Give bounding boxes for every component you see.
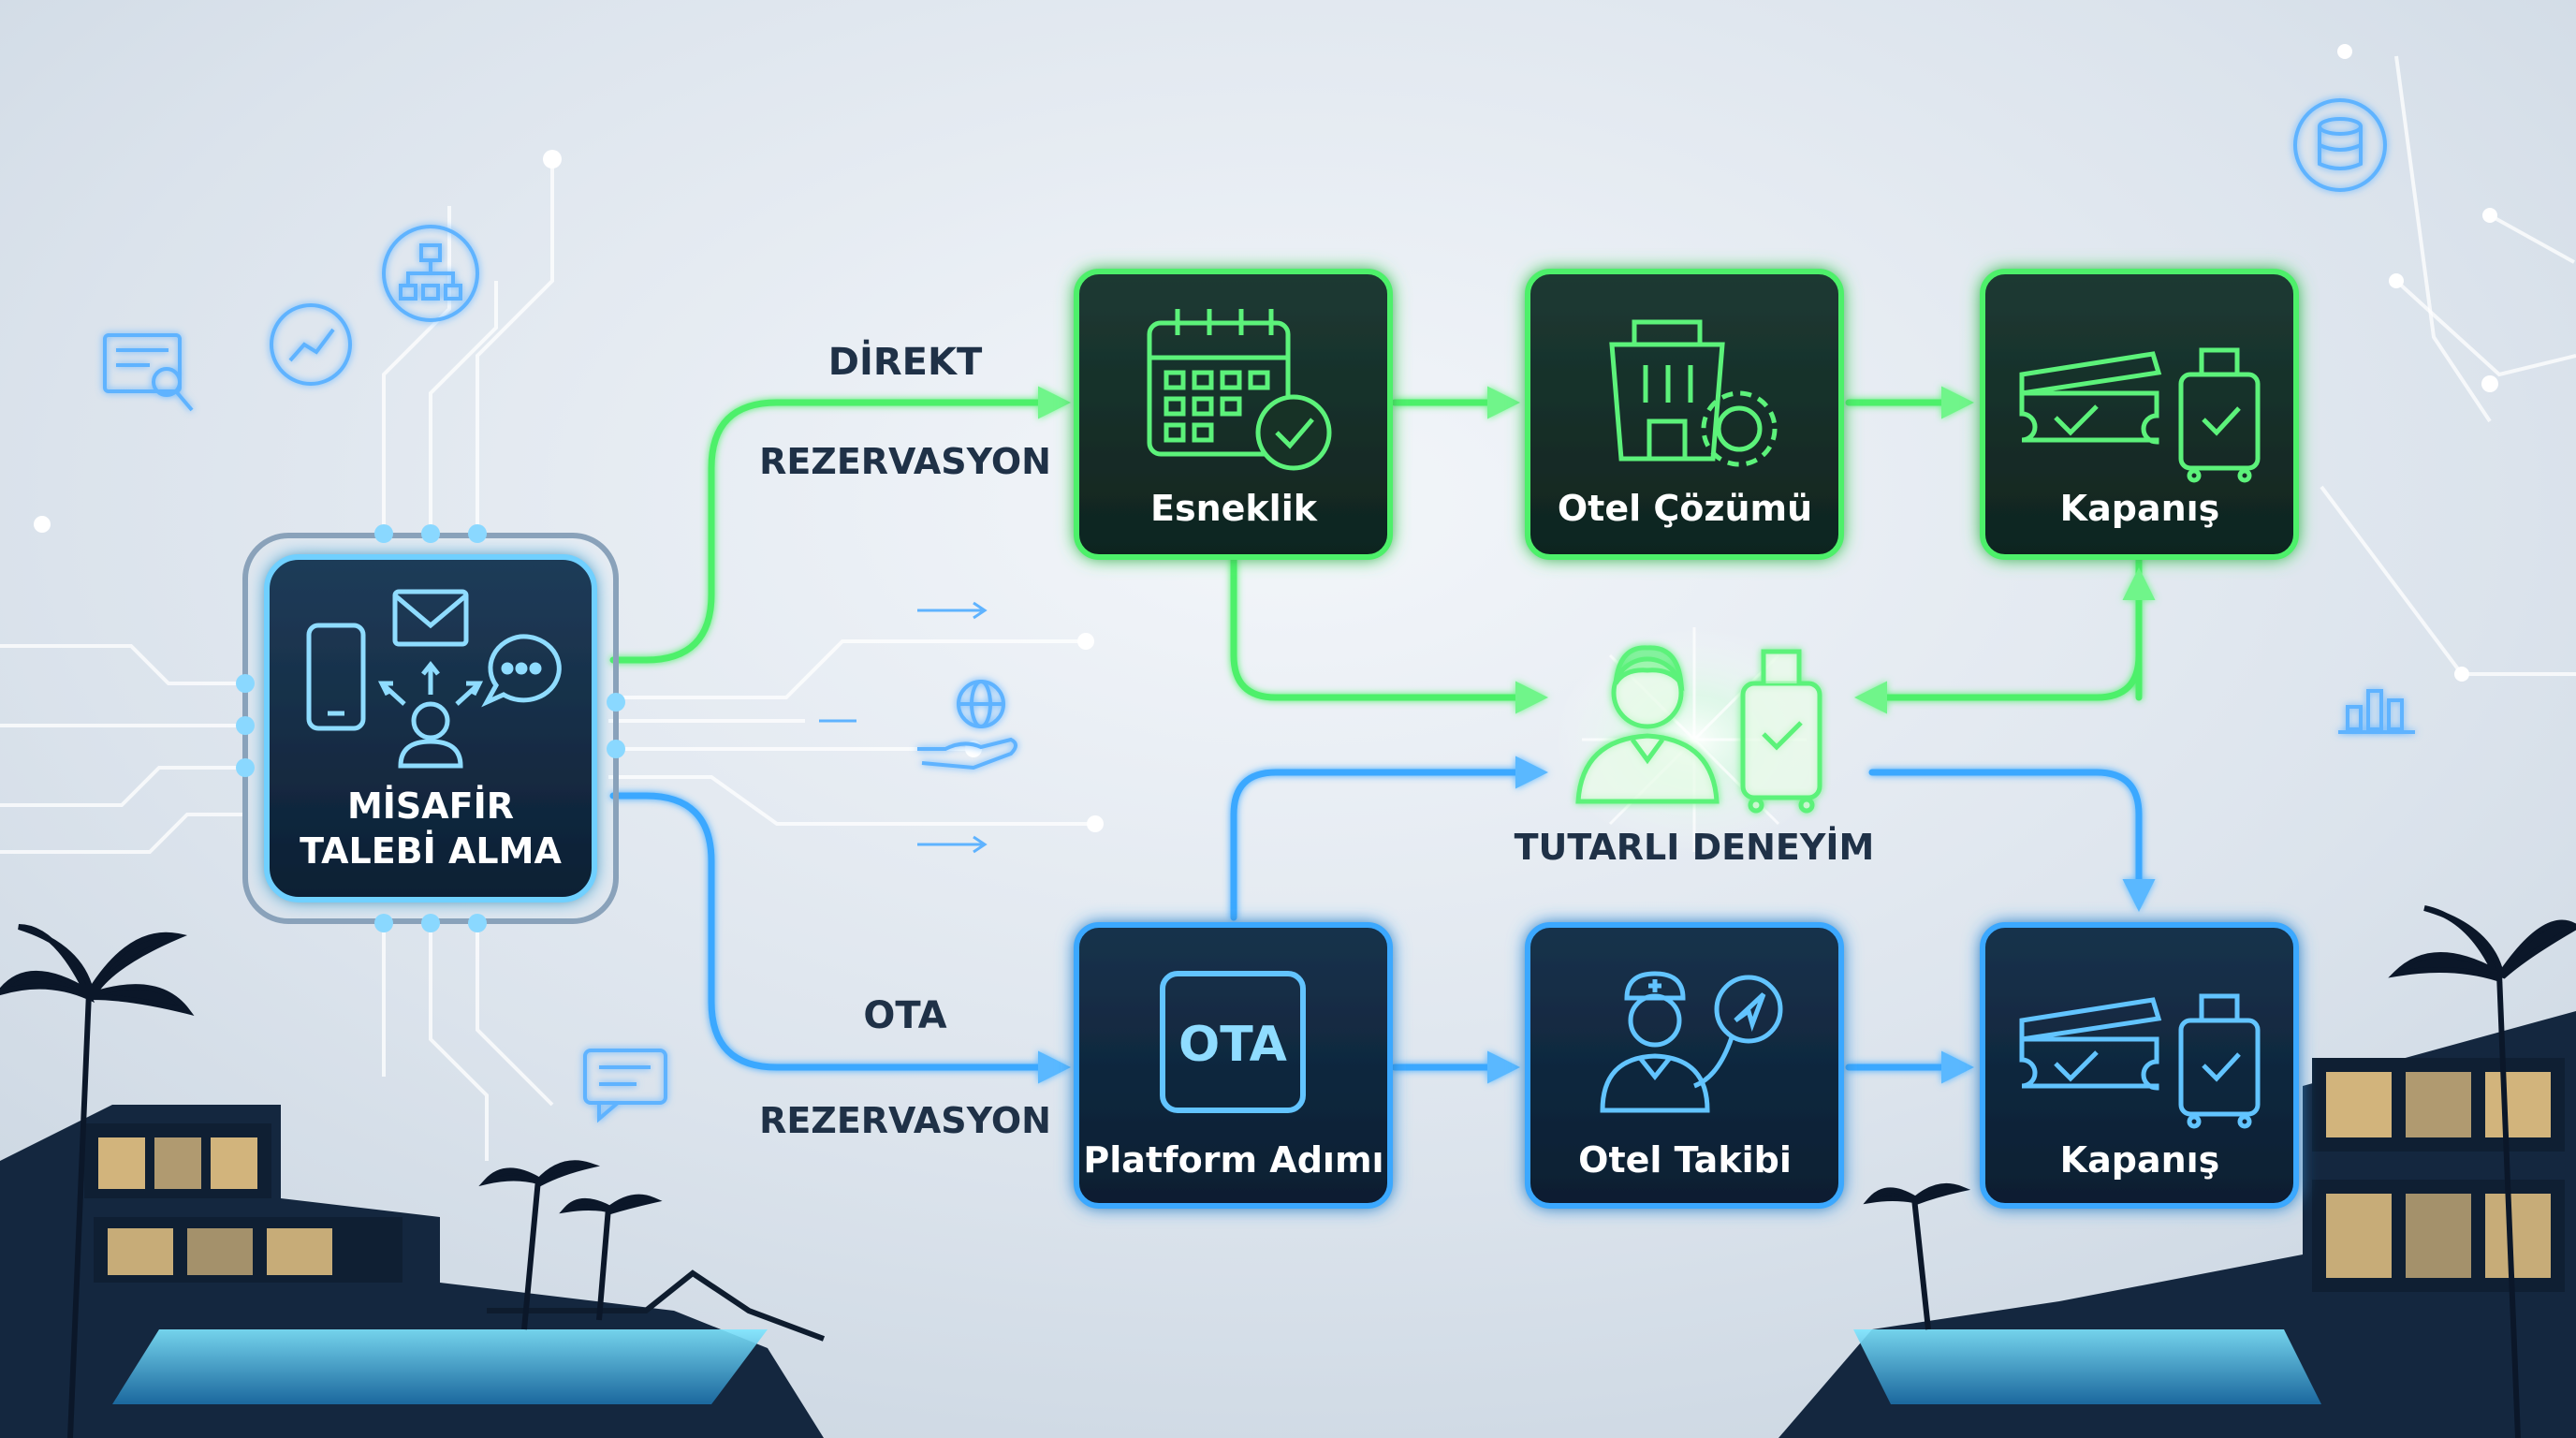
document-search-icon [103,333,194,412]
step-otel-takibi: Otel Takibi [1525,922,1844,1209]
ota-branch-label-line2: REZERVASYON [759,1100,1051,1141]
globe-hand-icon [917,680,1017,770]
ota-branch-label-line1: OTA [863,994,946,1037]
source-pins [236,524,625,932]
hotel-gear-icon [1609,319,1778,467]
org-chart-icon [382,225,479,322]
staff-compass-icon [1600,971,1783,1113]
palm-villa-right [1778,905,2576,1438]
step-label: Esneklik [1150,488,1318,529]
ticket-luggage-icon [2019,347,2261,483]
palm-villa-left [0,924,826,1438]
direct-branch-label-line1: DİREKT [828,339,983,384]
step-platform-adimi: OTA Platform Adımı [1074,922,1393,1209]
step-label: Otel Çözümü [1558,488,1812,529]
center-node: TUTARLI DENEYİM [1515,627,1875,868]
circuit-traces [0,55,2576,1161]
database-icon [2293,98,2387,192]
guest-luggage-icon [1575,645,1822,814]
ota-badge-text: OTA [1178,1017,1287,1073]
envelope-icon [392,589,469,647]
source-label-line2: TALEBİ ALMA [300,830,562,872]
small-arrows-decor [819,601,988,854]
center-label: TUTARLI DENEYİM [1515,827,1875,868]
step-label: Platform Adımı [1083,1139,1383,1181]
direct-branch-label-line2: REZERVASYON [759,441,1051,482]
ticket-luggage-icon [2019,993,2261,1129]
step-label: Kapanış [2060,488,2220,529]
source-node: MİSAFİR TALEBİ ALMA [236,524,625,932]
step-label: Otel Takibi [1578,1139,1792,1181]
source-label-line1: MİSAFİR [347,785,514,827]
connectors-green [609,386,2156,714]
step-esneklik: Esneklik [1074,269,1393,560]
step-label: Kapanış [2060,1139,2220,1181]
chart-line-icon [270,303,352,386]
step-kapanis-ota: Kapanış [1980,922,2299,1209]
bar-chart-icon [2338,689,2415,734]
chat-bubble-icon [481,634,562,708]
ota-badge-icon: OTA [1160,971,1306,1113]
calendar-check-icon [1147,309,1332,471]
connectors-blue [609,756,2156,1084]
user-icon [377,660,484,769]
step-otel-cozumu: Otel Çözümü [1525,269,1844,560]
step-kapanis-direct: Kapanış [1980,269,2299,560]
smartphone-icon [306,623,366,731]
chat-screen-icon [583,1049,667,1123]
